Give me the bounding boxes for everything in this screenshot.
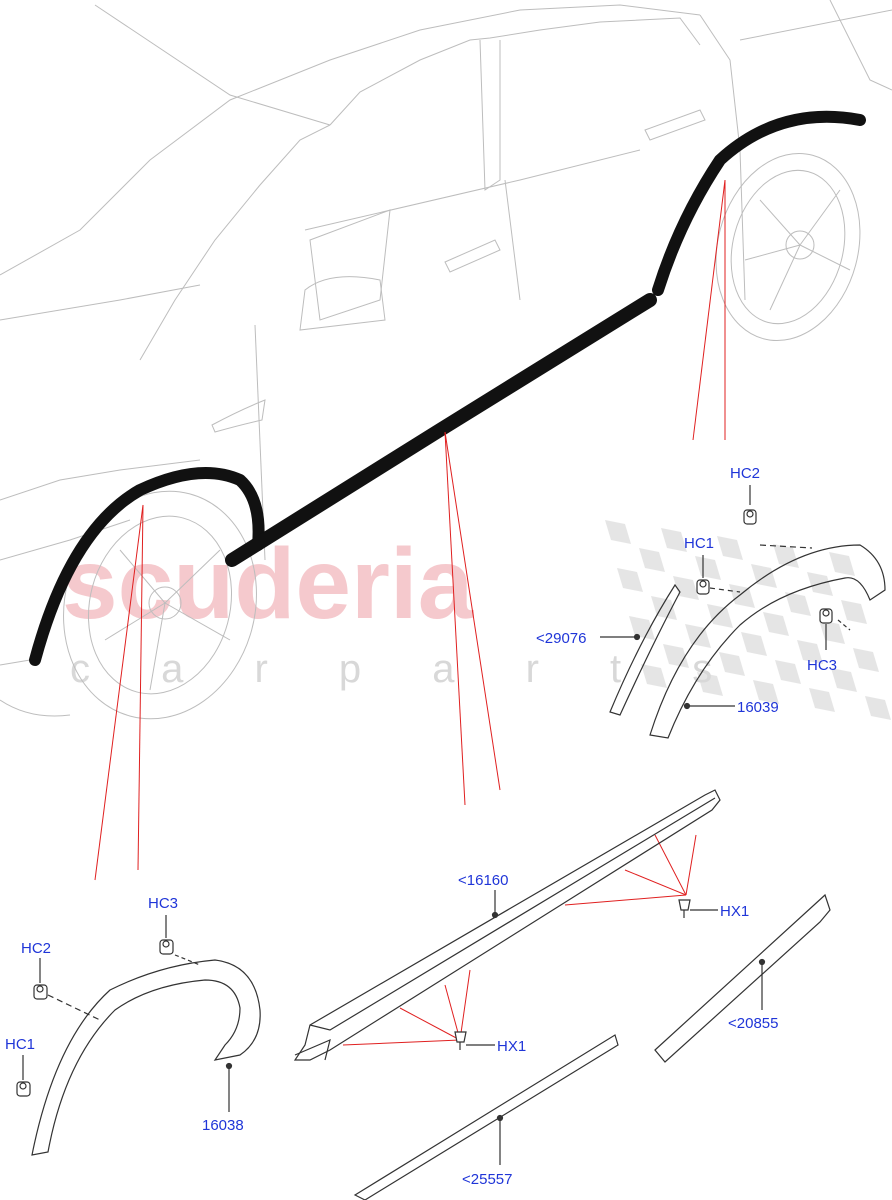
label-hc1-rear: HC1 [684, 535, 714, 552]
label-29076: <29076 [536, 630, 586, 647]
clip-hc1-rear [696, 579, 710, 595]
leader-lines [94, 179, 726, 1046]
clip-hx1-lower [454, 1031, 467, 1050]
label-hc3-rear: HC3 [807, 657, 837, 674]
rear-arch-highlight [652, 110, 866, 296]
watermark-checker-cell [685, 624, 711, 648]
watermark-checker-cell [663, 644, 689, 668]
sill-finisher-right [654, 893, 831, 1063]
label-16039: 16039 [737, 699, 779, 716]
watermark-checker-cell [865, 696, 891, 720]
watermark-checker-cell [773, 544, 799, 568]
label-16038: 16038 [202, 1117, 244, 1134]
watermark-checker-cell [605, 520, 631, 544]
sill-finisher-lower [353, 1034, 619, 1200]
watermark-checker-cell [751, 564, 777, 588]
watermark-checker-cell [741, 632, 767, 656]
watermark-checker-cell [831, 668, 857, 692]
rear-arch-seal [609, 583, 681, 716]
watermark-brand: scuderia [62, 528, 475, 640]
watermark-checker-cell [695, 556, 721, 580]
watermark-checker-cell [617, 568, 643, 592]
vehicle-highlight-parts [29, 110, 866, 666]
watermark-checker-cell [651, 596, 677, 620]
label-25557: <25557 [462, 1171, 512, 1188]
label-20855: <20855 [728, 1015, 778, 1032]
sill-group [293, 789, 831, 1200]
label-hc3-front: HC3 [148, 895, 178, 912]
watermark-checker-cell [641, 664, 667, 688]
watermark-checker-cell [763, 612, 789, 636]
sill-highlight [225, 293, 657, 567]
watermark-checker-cell [629, 616, 655, 640]
front-arch-highlight [29, 466, 265, 666]
label-hx1-upper: HX1 [720, 903, 749, 920]
watermark-checker-cell [819, 620, 845, 644]
watermark-checker-cell [639, 548, 665, 572]
watermark-checker-cell [853, 648, 879, 672]
callout-labels: HC2 HC1 HC3 <29076 16039 HC3 HC2 HC1 160… [5, 465, 837, 1188]
clip-hc2-front [33, 984, 48, 1000]
label-hc1-front: HC1 [5, 1036, 35, 1053]
label-16160: <16160 [458, 872, 508, 889]
label-hc2-front: HC2 [21, 940, 51, 957]
rear-wheel-arch-moulding [649, 544, 886, 739]
clip-hx1-upper [678, 899, 691, 918]
watermark-checker-cell [785, 592, 811, 616]
rear-arch-group [600, 485, 886, 739]
clip-hc3-rear [819, 608, 833, 624]
watermark-checker-cell [797, 640, 823, 664]
clip-hc2-rear [743, 509, 757, 525]
watermark-checker-cell [753, 680, 779, 704]
watermark-checker-cell [775, 660, 801, 684]
label-hx1-lower: HX1 [497, 1038, 526, 1055]
watermark-checker-cell [809, 688, 835, 712]
label-hc2-rear: HC2 [730, 465, 760, 482]
watermark: scuderia c a r p a r t s [62, 520, 891, 720]
watermark-checker-cell [697, 672, 723, 696]
watermark-checker-cell [729, 584, 755, 608]
sill-moulding [293, 789, 721, 1061]
front-wheel-arch-moulding [31, 959, 261, 1156]
watermark-checker-cell [661, 528, 687, 552]
watermark-checker-cell [841, 600, 867, 624]
watermark-tagline: c a r p a r t s [70, 647, 742, 691]
watermark-checker-cell [719, 652, 745, 676]
front-arch-group [16, 915, 261, 1156]
clip-hc3-front [159, 939, 174, 955]
watermark-checker-cell [717, 536, 743, 560]
watermark-checker-cell [707, 604, 733, 628]
watermark-checker-cell [829, 552, 855, 576]
clip-hc1-front [16, 1081, 31, 1097]
